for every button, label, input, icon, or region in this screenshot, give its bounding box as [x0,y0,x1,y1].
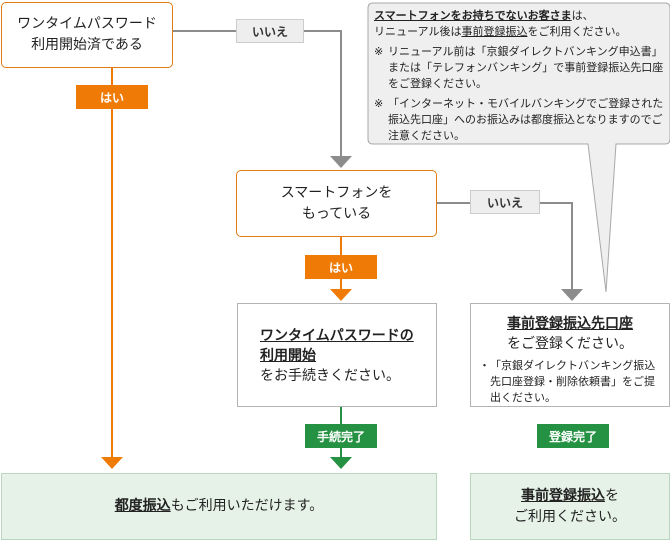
decision-line2: もっている [301,205,372,222]
no-connector-mid [436,202,573,290]
note-text: 「インターネット・モバイルバンキングでご登録された振込先口座」へのお振込みは都度… [388,97,664,142]
no-arrowhead-top [330,156,352,168]
result-rest: を [605,487,619,504]
decision-line2: 利用開始済である [31,37,143,53]
result-adhoc-transfer: 都度振込もご利用いただけます。 [1,473,437,540]
callout-lead-rest: は、 [571,9,594,22]
label-no-mid: いいえ [470,190,540,214]
action-start-otp: ワンタイムパスワードの 利用開始 をお手続きください。 [237,303,437,407]
callout-line2-post: をご利用ください。 [527,25,627,38]
result-emphasis: 事前登録振込 [521,487,605,504]
yes-arrowhead-mid [330,289,352,301]
callout-line2-emphasis: 事前登録振込 [461,25,528,38]
action-title-line1: ワンタイムパスワードの [260,328,414,344]
label-procedure-done: 手続完了 [305,424,377,448]
label-yes-left: はい [76,85,148,109]
note-mark: ※ [374,97,384,110]
result-preregistered-transfer: 事前登録振込を ご利用ください。 [470,473,670,540]
callout-lead: スマートフォンをお持ちでないお客さまは、 [374,8,664,24]
label-yes-mid: はい [305,255,377,279]
note-text: リニューアル前は「京銀ダイレクトバンキング申込書」または「テレフォンバンキング」… [388,45,664,90]
note-mark: ※ [374,45,384,58]
result-rest: もご利用いただけます。 [170,498,324,514]
label-no-top: いいえ [236,19,304,43]
callout-lead-emphasis: スマートフォンをお持ちでないお客さま [374,9,572,22]
callout-line2-pre: リニューアル後は [374,25,462,38]
result-line1: 事前登録振込を [521,486,619,507]
action-title: 事前登録振込先口座 [507,316,633,332]
decision-line1: ワンタイムパスワード [17,16,157,32]
result-line2: ご利用ください。 [514,508,626,525]
decision-line1: スマートフォンを [280,184,393,201]
note-text: 「京銀ダイレクトバンキング振込先口座登録・削除依頼書」をご提出ください。 [490,359,656,404]
action-preregister: 事前登録振込先口座 をご登録ください。 ・ 「京銀ダイレクトバンキング振込先口座… [470,303,670,407]
action-title-line2: 利用開始 [260,348,316,364]
callout-text: スマートフォンをお持ちでないお客さまは、 リニューアル後は事前登録振込をご利用く… [374,8,664,144]
procedure-arrowhead [330,457,352,469]
no-connector-top [116,30,342,157]
action-body: をお手続きください。 [260,368,400,384]
note-mark: ・ [479,359,490,372]
decision-otp-in-use: ワンタイムパスワード 利用開始済である [1,2,173,68]
callout-note-1: ※ リニューアル前は「京銀ダイレクトバンキング申込書」または「テレフォンバンキン… [374,44,664,92]
yes-arrowhead-left [101,457,123,469]
decision-has-smartphone: スマートフォンを もっている [236,170,437,237]
no-arrowhead-mid [561,289,583,301]
label-registration-done: 登録完了 [537,424,609,448]
result-line: 都度振込もご利用いただけます。 [115,496,324,517]
callout-note-2: ※ 「インターネット・モバイルバンキングでご登録された振込先口座」へのお振込みは… [374,96,664,144]
result-emphasis: 都度振込 [114,498,171,514]
action-note: ・ 「京銀ダイレクトバンキング振込先口座登録・削除依頼書」をご提出ください。 [479,358,661,406]
action-body: をご登録ください。 [507,336,633,352]
callout-line2: リニューアル後は事前登録振込をご利用ください。 [374,24,664,40]
